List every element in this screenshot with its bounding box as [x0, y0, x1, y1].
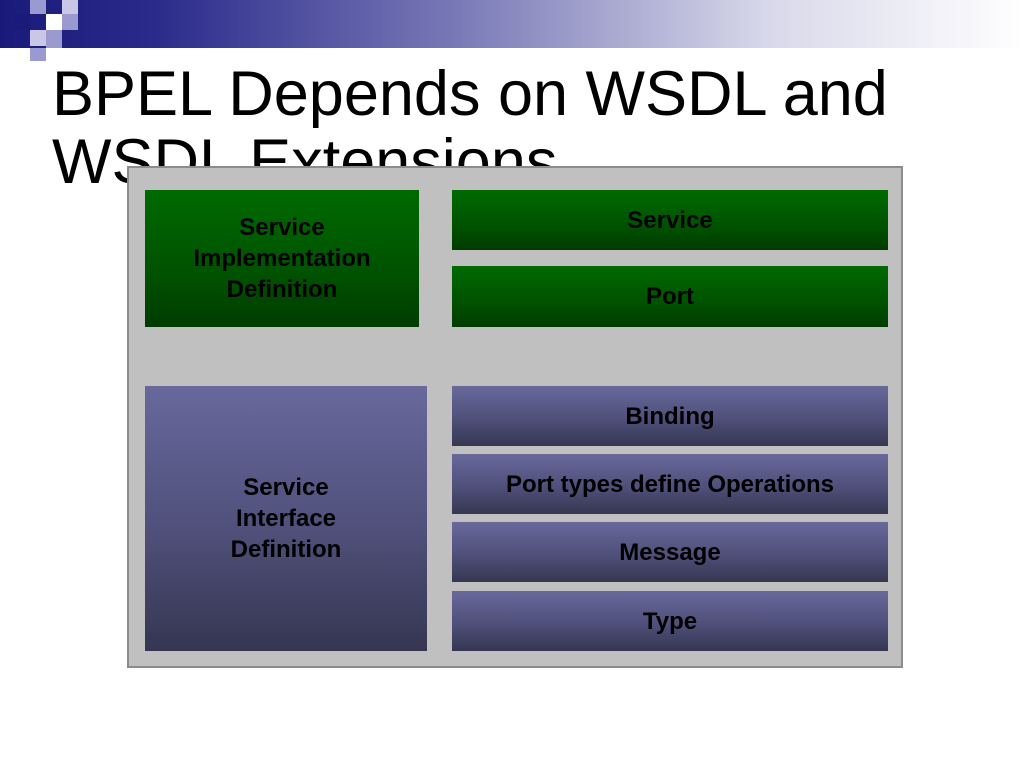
decorative-square — [30, 0, 46, 14]
decorative-square — [62, 14, 78, 30]
decorative-square — [46, 14, 62, 30]
message-label: Message — [619, 538, 721, 566]
page-title: BPEL Depends on WSDL and WSDL Extensions — [52, 59, 888, 197]
decorative-square — [46, 30, 62, 48]
port-types-label: Port types define Operations — [505, 470, 835, 498]
binding-label: Binding — [625, 402, 715, 430]
port-label: Port — [646, 283, 694, 310]
service-interface-definition-box: Service Interface Definition — [145, 386, 427, 651]
decorative-square — [14, 14, 30, 30]
type-label: Type — [642, 607, 698, 635]
message-box: Message — [452, 522, 888, 582]
service-implementation-definition-box: Service Implementation Definition — [145, 190, 419, 327]
service-box: Service — [452, 190, 888, 250]
header-gradient-bar — [0, 0, 1024, 48]
decorative-square — [30, 30, 46, 46]
decorative-square — [30, 48, 46, 61]
service-label: Service — [627, 206, 713, 234]
wsdl-diagram-panel: Service Implementation Definition Servic… — [127, 166, 903, 668]
port-types-box: Port types define Operations — [452, 454, 888, 514]
type-box: Type — [452, 591, 888, 651]
decorative-square — [62, 0, 78, 14]
service-interface-definition-label: Service Interface Definition — [230, 474, 342, 563]
binding-box: Binding — [452, 386, 888, 446]
port-box: Port — [452, 266, 888, 327]
service-implementation-definition-label: Service Implementation Definition — [193, 214, 371, 303]
